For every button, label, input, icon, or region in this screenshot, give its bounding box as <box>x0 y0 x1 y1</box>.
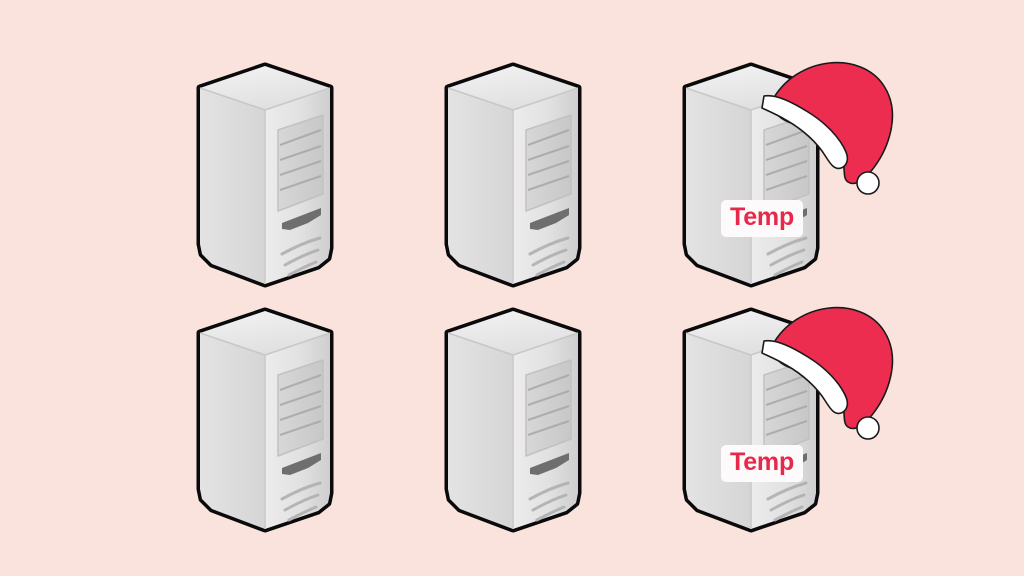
server-tower-icon <box>682 307 820 533</box>
server-tower-2-2[interactable] <box>438 303 668 558</box>
server-tower-1-1[interactable] <box>190 58 420 313</box>
temp-badge: Temp <box>721 200 804 237</box>
server-tower-icon <box>196 62 334 288</box>
server-tower-2-3[interactable]: Temp <box>676 303 906 558</box>
server-tower-icon <box>682 62 820 288</box>
server-tower-2-1[interactable] <box>190 303 420 558</box>
server-tower-icon <box>444 307 582 533</box>
server-tower-icon <box>196 307 334 533</box>
temp-badge: Temp <box>721 445 804 482</box>
server-tower-icon <box>444 62 582 288</box>
server-tower-1-3[interactable]: Temp <box>676 58 906 313</box>
server-tower-1-2[interactable] <box>438 58 668 313</box>
